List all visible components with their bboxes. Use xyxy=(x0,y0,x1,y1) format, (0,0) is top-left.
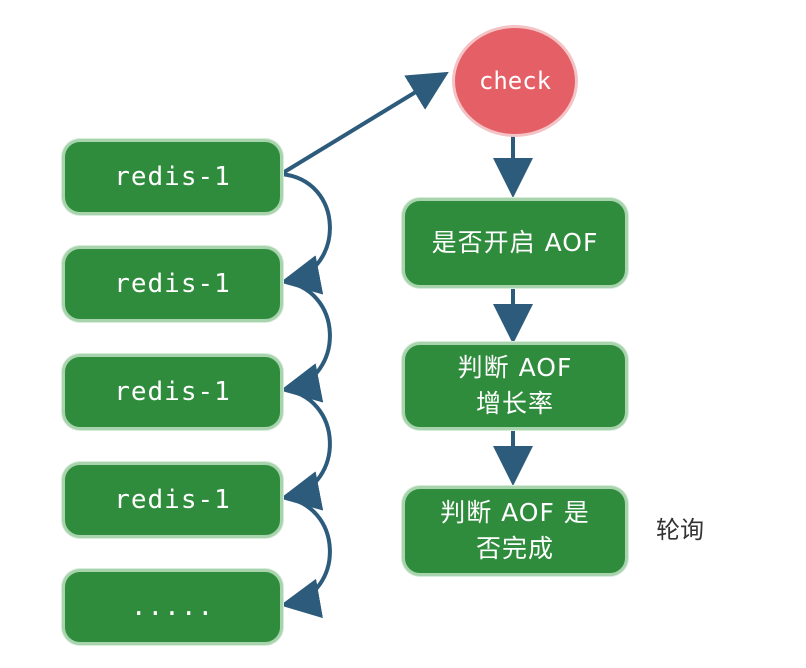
arrow-loop-2-to-3 xyxy=(280,279,332,403)
redis-node-label: redis-1 xyxy=(114,162,231,192)
arrow-loop-1-to-2 xyxy=(280,172,332,295)
flow-step-aof-growth: 判断 AOF 增长率 xyxy=(402,342,628,430)
check-node-label: check xyxy=(478,67,552,95)
redis-node-label: redis-1 xyxy=(114,485,231,515)
flow-step-line: 是否开启 AOF xyxy=(431,228,599,257)
redis-node-label: ..... xyxy=(130,592,215,622)
redis-node: redis-1 xyxy=(62,462,283,538)
check-node: check xyxy=(452,25,578,137)
flow-step-aof-done: 判断 AOF 是 否完成 xyxy=(402,486,628,576)
arrow-loop-4-to-5 xyxy=(280,495,332,619)
arrow-loop-3-to-4 xyxy=(280,387,332,511)
redis-node: redis-1 xyxy=(62,139,283,215)
flow-step-aof-enabled: 是否开启 AOF xyxy=(402,198,628,288)
flow-step-line: 判断 AOF xyxy=(457,353,573,382)
redis-node-label: redis-1 xyxy=(114,269,231,299)
flow-step-line: 否完成 xyxy=(475,534,554,563)
flow-step-line: 增长率 xyxy=(475,389,554,418)
flow-step-line: 判断 AOF 是 xyxy=(440,498,590,527)
arrow-redis-to-check xyxy=(279,71,449,176)
redis-node: redis-1 xyxy=(62,354,283,430)
redis-node-more: ..... xyxy=(62,569,283,645)
polling-label: 轮询 xyxy=(656,516,704,544)
redis-node: redis-1 xyxy=(62,246,283,322)
redis-node-label: redis-1 xyxy=(114,377,231,407)
